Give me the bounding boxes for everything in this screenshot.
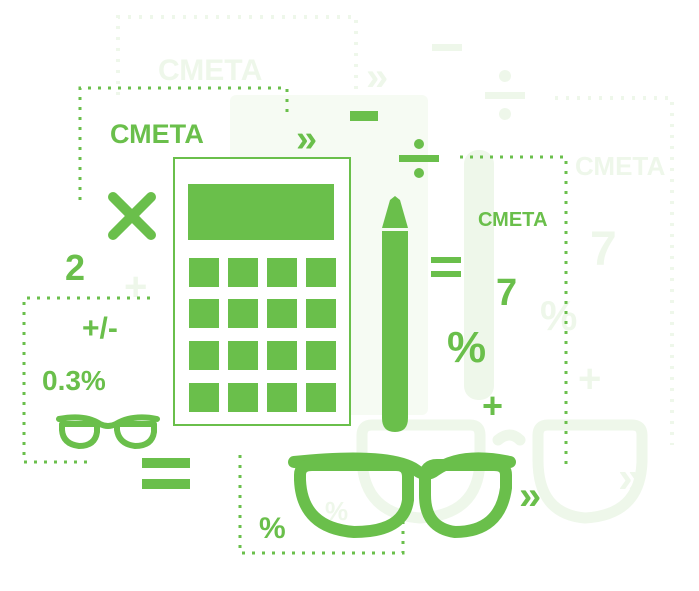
chevrons-top: » (296, 118, 317, 160)
calculator-key (228, 341, 258, 370)
bg-divide-icon (485, 70, 525, 120)
bg-minus-icon (432, 44, 462, 51)
calculator-key (228, 383, 258, 412)
dashed-frame-left (22, 296, 150, 464)
bg-smeta-right: СМЕТА (575, 151, 666, 181)
bg-plus: + (578, 357, 601, 401)
divide-icon (399, 139, 439, 178)
bg-smeta-left: СМЕТА (158, 54, 262, 87)
bg-chevrons-top: » (366, 55, 388, 99)
multiply-icon (108, 192, 156, 240)
number-seven: 7 (496, 272, 517, 314)
calculator-display (188, 184, 334, 240)
percent-value-label: 0.3% (42, 365, 106, 396)
calculator-key (267, 383, 297, 412)
smeta-label-left: СМЕТА (110, 119, 204, 149)
calculator-key (267, 299, 297, 328)
minus-icon (350, 111, 378, 121)
pencil-icon (382, 196, 408, 432)
calculator-key (306, 383, 336, 412)
calculator-key (189, 383, 219, 412)
glasses-icon (288, 452, 516, 538)
equals-icon (431, 257, 461, 277)
calculator-key (267, 341, 297, 370)
calculator-key (228, 258, 258, 287)
calculator-key (306, 341, 336, 370)
calculator-key (228, 299, 258, 328)
calculator-key (306, 258, 336, 287)
calculator-key (267, 258, 297, 287)
bg-pencil-icon (464, 150, 494, 400)
chevrons-bottom: » (519, 474, 541, 518)
calculator-key (189, 258, 219, 287)
calculator-key (189, 341, 219, 370)
bg-percent: % (540, 292, 577, 339)
bg-plus-left: + (124, 265, 147, 309)
calculator-key (306, 299, 336, 328)
calculator-key (189, 299, 219, 328)
calculator-keypad (189, 258, 336, 412)
foreground: СМЕТА СМЕТА » » 2 7 +/- 0.3% % + % (22, 86, 568, 555)
bg-percent-bottom: % (325, 496, 348, 526)
calculator-icon (173, 157, 351, 426)
plus-label: + (482, 385, 503, 426)
bg-seven: 7 (590, 223, 617, 276)
percent-large-label: % (447, 323, 486, 372)
smeta-label-right: СМЕТА (478, 209, 548, 231)
small-glasses-icon (56, 414, 160, 449)
percent-small-label: % (259, 512, 286, 545)
equals-large-icon (142, 458, 190, 489)
plus-minus-label: +/- (82, 312, 118, 345)
bg-dashed-frame-left (116, 15, 358, 95)
number-two: 2 (65, 247, 85, 288)
